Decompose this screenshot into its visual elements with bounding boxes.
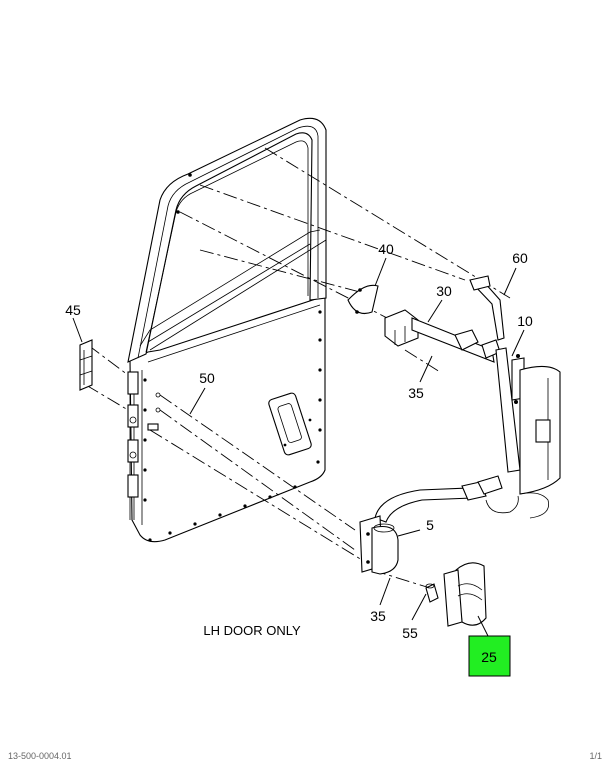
hinge-bracket [79, 339, 93, 391]
callout-10: 10 [517, 313, 533, 329]
callout-25-highlight[interactable]: 25 [468, 635, 511, 677]
door-rivets [143, 173, 322, 542]
callout-30: 30 [436, 283, 452, 299]
door-hinges [127, 371, 161, 498]
callout-45: 45 [65, 302, 81, 318]
bolt-part [425, 583, 439, 603]
alignment-lines [85, 147, 511, 589]
mirror-cover [443, 562, 487, 627]
drawing-number: 13-500-0004.01 [8, 751, 72, 761]
door-panel [127, 117, 327, 543]
callout-25: 25 [481, 649, 497, 665]
page-number: 1/1 [589, 751, 602, 761]
lh-door-note: LH DOOR ONLY [203, 623, 301, 638]
callout-35-lower: 35 [370, 608, 386, 624]
callout-5: 5 [426, 517, 434, 533]
callout-60: 60 [512, 250, 528, 266]
gasket [347, 284, 379, 315]
callout-40: 40 [378, 241, 394, 257]
callout-50: 50 [199, 370, 215, 386]
mirror-arm-assembly [359, 275, 561, 575]
callout-55: 55 [402, 625, 418, 641]
callout-35-upper: 35 [408, 385, 424, 401]
leader-lines [72, 257, 525, 637]
